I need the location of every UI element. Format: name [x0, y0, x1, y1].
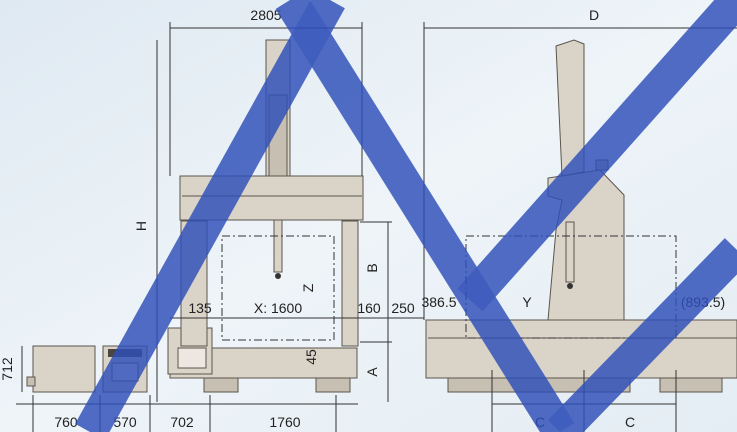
- dim-b: B: [364, 263, 380, 272]
- side-probe: [565, 221, 575, 283]
- watermark: [75, 0, 737, 432]
- controller-handle: [26, 376, 36, 387]
- controller-cabinet: [32, 345, 96, 393]
- dim-x-right: 160: [357, 300, 381, 316]
- probe: [273, 219, 283, 273]
- dim-712: 712: [0, 357, 15, 381]
- watermark-stroke-1: [75, 0, 345, 432]
- dim-depth: D: [589, 7, 599, 23]
- side-foot-rear: [659, 377, 723, 393]
- side-panel: [177, 347, 207, 369]
- dim-x-left: 135: [188, 300, 212, 316]
- side-probe-tip: [567, 283, 573, 289]
- side-ram: [555, 39, 585, 177]
- dim-702: 702: [170, 414, 194, 430]
- dim-a: A: [364, 367, 380, 377]
- dim-y-travel: Y: [522, 294, 532, 310]
- right-column: [341, 220, 359, 347]
- dim-width-total: 2805: [250, 7, 281, 23]
- dim-45: 45: [303, 349, 319, 365]
- side-table: [425, 319, 737, 379]
- side-view: D 386.5 Y (893.5) C C: [421, 7, 737, 432]
- dim-z: Z: [300, 283, 316, 292]
- dim-x-travel: X: 1600: [254, 300, 302, 316]
- dim-570: 570: [113, 414, 137, 430]
- dim-height: H: [133, 221, 149, 231]
- watermark-stroke-4: [547, 238, 737, 432]
- dim-gap: 250: [391, 300, 415, 316]
- table-foot-right: [315, 377, 351, 393]
- watermark-stroke-2: [275, 0, 575, 432]
- table-foot-left: [203, 377, 239, 393]
- watermark-stroke-3: [457, 0, 737, 312]
- dim-1760: 1760: [269, 414, 300, 430]
- probe-tip: [275, 273, 281, 279]
- dim-760: 760: [54, 414, 78, 430]
- dim-c-right: C: [625, 414, 635, 430]
- measuring-volume-front: [221, 235, 335, 341]
- dim-y-front: 386.5: [421, 294, 456, 310]
